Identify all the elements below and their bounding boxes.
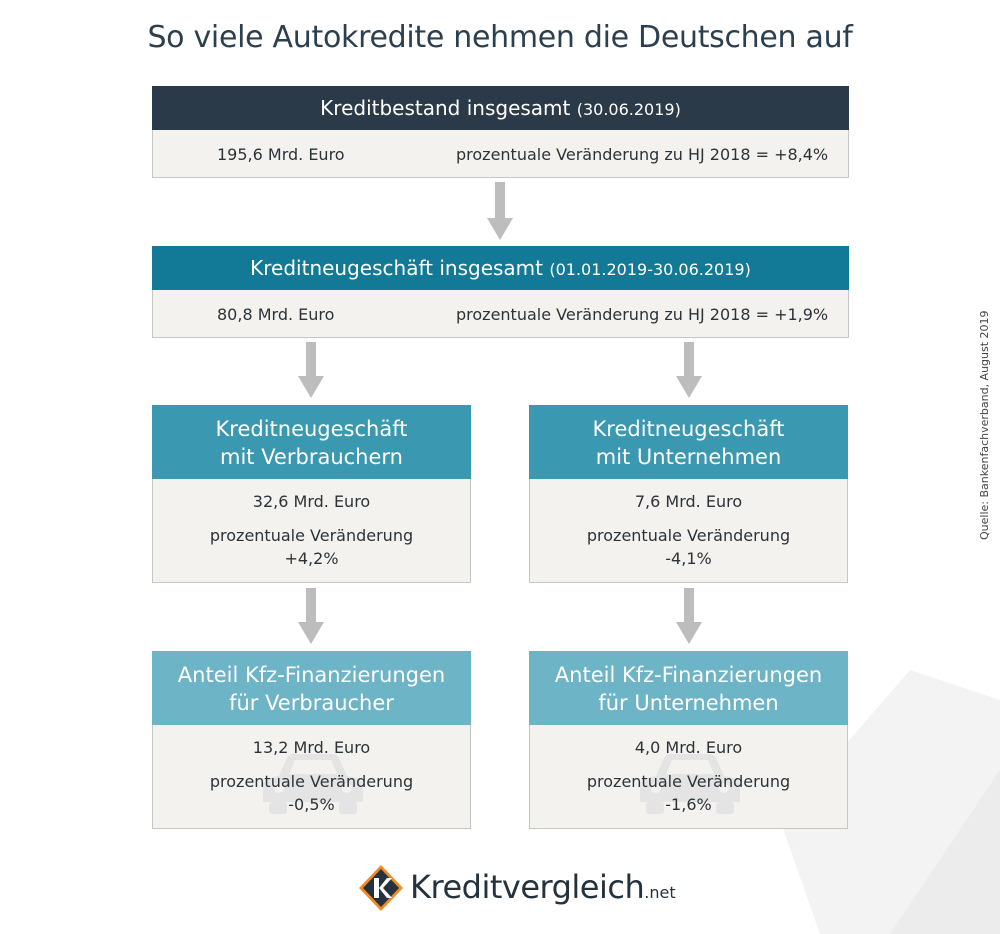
consumers-body: 32,6 Mrd. Euro prozentuale Veränderung +… bbox=[152, 479, 471, 583]
car-consumers-card: Anteil Kfz-Finanzierungen für Verbrauche… bbox=[152, 651, 471, 829]
car-consumers-change-value: -0,5% bbox=[288, 795, 335, 814]
companies-change-value: -4,1% bbox=[665, 549, 712, 568]
companies-header: Kreditneugeschäft mit Unternehmen bbox=[529, 405, 848, 479]
car-companies-change-value: -1,6% bbox=[665, 795, 712, 814]
consumers-change-label: prozentuale Veränderung bbox=[209, 526, 414, 545]
logo-wordmark: Kreditvergleich.net bbox=[410, 868, 676, 906]
companies-title-line1: Kreditneugeschäft bbox=[592, 417, 785, 441]
companies-title-line2: mit Unternehmen bbox=[595, 445, 782, 469]
new-business-box: Kreditneugeschäft insgesamt (01.01.2019-… bbox=[152, 246, 849, 338]
new-business-amount: 80,8 Mrd. Euro bbox=[217, 305, 335, 324]
car-consumers-title-line2: für Verbraucher bbox=[229, 691, 394, 715]
total-stock-header: Kreditbestand insgesamt (30.06.2019) bbox=[152, 86, 849, 130]
companies-amount: 7,6 Mrd. Euro bbox=[634, 492, 743, 511]
car-companies-title-line2: für Unternehmen bbox=[598, 691, 779, 715]
total-stock-label: Kreditbestand insgesamt bbox=[320, 96, 571, 120]
source-note: Quelle: Bankenfachverband, August 2019 bbox=[978, 310, 991, 540]
page-title: So viele Autokredite nehmen die Deutsche… bbox=[147, 20, 853, 55]
car-icon bbox=[640, 754, 740, 814]
consumers-title-line2: mit Verbrauchern bbox=[220, 445, 403, 469]
car-consumers-title-line1: Anteil Kfz-Finanzierungen bbox=[177, 663, 446, 687]
consumers-header: Kreditneugeschäft mit Verbrauchern bbox=[152, 405, 471, 479]
car-companies-card: Anteil Kfz-Finanzierungen für Unternehme… bbox=[529, 651, 848, 829]
logo-name: Kreditvergleich bbox=[410, 868, 645, 906]
background-watermark bbox=[780, 670, 1000, 934]
arrow-down-icon bbox=[487, 182, 513, 240]
companies-body: 7,6 Mrd. Euro prozentuale Veränderung -4… bbox=[529, 479, 848, 583]
consumers-card: Kreditneugeschäft mit Verbrauchern 32,6 … bbox=[152, 405, 471, 583]
logo-tld: .net bbox=[644, 883, 676, 902]
car-companies-change-label: prozentuale Veränderung bbox=[586, 772, 791, 791]
total-stock-amount: 195,6 Mrd. Euro bbox=[217, 145, 345, 164]
new-business-body: 80,8 Mrd. Euro prozentuale Veränderung z… bbox=[152, 290, 849, 338]
total-stock-period: (30.06.2019) bbox=[576, 100, 681, 119]
car-icon bbox=[263, 754, 363, 814]
new-business-change: prozentuale Veränderung zu HJ 2018 = +1,… bbox=[456, 305, 829, 324]
consumers-amount: 32,6 Mrd. Euro bbox=[252, 492, 371, 511]
arrow-down-icon bbox=[298, 588, 324, 644]
car-companies-header: Anteil Kfz-Finanzierungen für Unternehme… bbox=[529, 651, 848, 725]
companies-card: Kreditneugeschäft mit Unternehmen 7,6 Mr… bbox=[529, 405, 848, 583]
consumers-title-line1: Kreditneugeschäft bbox=[215, 417, 408, 441]
car-consumers-amount: 13,2 Mrd. Euro bbox=[252, 738, 371, 757]
new-business-header: Kreditneugeschäft insgesamt (01.01.2019-… bbox=[152, 246, 849, 290]
car-companies-body: 4,0 Mrd. Euro prozentuale Veränderung -1… bbox=[529, 725, 848, 829]
logo-icon bbox=[359, 865, 403, 911]
total-stock-box: Kreditbestand insgesamt (30.06.2019) 195… bbox=[152, 86, 849, 178]
total-stock-change: prozentuale Veränderung zu HJ 2018 = +8,… bbox=[456, 145, 829, 164]
arrow-down-icon bbox=[676, 342, 702, 398]
car-consumers-body: 13,2 Mrd. Euro prozentuale Veränderung -… bbox=[152, 725, 471, 829]
arrow-down-icon bbox=[676, 588, 702, 644]
car-consumers-header: Anteil Kfz-Finanzierungen für Verbrauche… bbox=[152, 651, 471, 725]
new-business-period: (01.01.2019-30.06.2019) bbox=[549, 260, 751, 279]
consumers-change-value: +4,2% bbox=[284, 549, 339, 568]
new-business-label: Kreditneugeschäft insgesamt bbox=[250, 256, 543, 280]
arrow-down-icon bbox=[298, 342, 324, 398]
car-companies-title-line1: Anteil Kfz-Finanzierungen bbox=[554, 663, 823, 687]
car-companies-amount: 4,0 Mrd. Euro bbox=[634, 738, 743, 757]
total-stock-body: 195,6 Mrd. Euro prozentuale Veränderung … bbox=[152, 130, 849, 178]
companies-change-label: prozentuale Veränderung bbox=[586, 526, 791, 545]
car-consumers-change-label: prozentuale Veränderung bbox=[209, 772, 414, 791]
